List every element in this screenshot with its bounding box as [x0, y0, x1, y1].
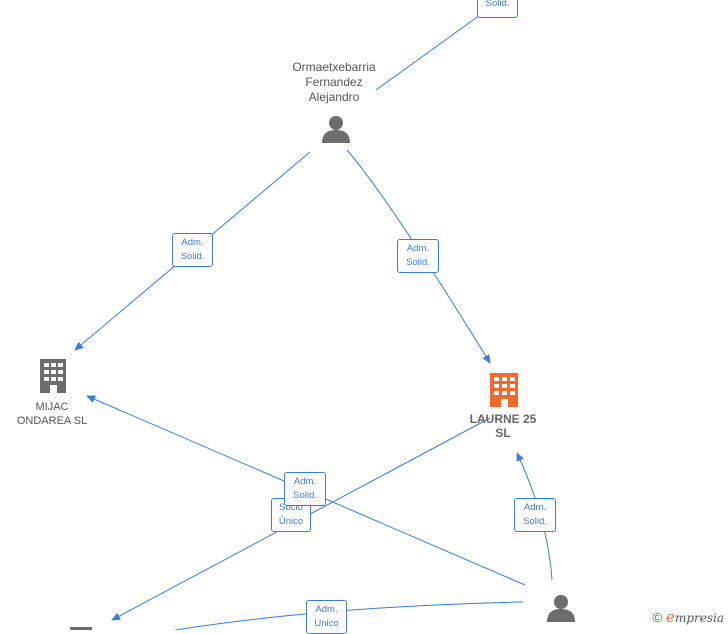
brand-logo[interactable]: empresia — [666, 608, 724, 626]
edge-person-to-laurne — [346, 149, 491, 364]
edge-bottom-unico — [174, 601, 524, 630]
edge-label: Adm. Solid. — [284, 472, 326, 506]
edge-label: Adm. Solid. — [514, 498, 556, 532]
company-name[interactable]: LAURNE 25 SL — [469, 412, 537, 440]
person-icon[interactable] — [547, 595, 575, 622]
edge-label: Adm. Solid. — [172, 233, 213, 267]
footer-brand[interactable]: © empresia — [652, 608, 724, 626]
building-icon[interactable] — [40, 359, 66, 393]
person-icon[interactable] — [322, 116, 350, 143]
company-name[interactable]: MIJAC ONDAREA SL — [16, 401, 88, 427]
copyright-icon: © — [652, 609, 663, 625]
person-name[interactable]: Ormaetxebarria Fernandez Alejandro — [292, 60, 376, 104]
edge-label: Solid. — [477, 0, 518, 18]
building-icon[interactable] — [70, 627, 92, 630]
edge-label: Adm. Unico — [306, 600, 347, 634]
edge-label: Adm. Solid. — [397, 239, 439, 273]
edge-top-partial — [375, 9, 488, 91]
building-icon[interactable] — [490, 373, 518, 407]
